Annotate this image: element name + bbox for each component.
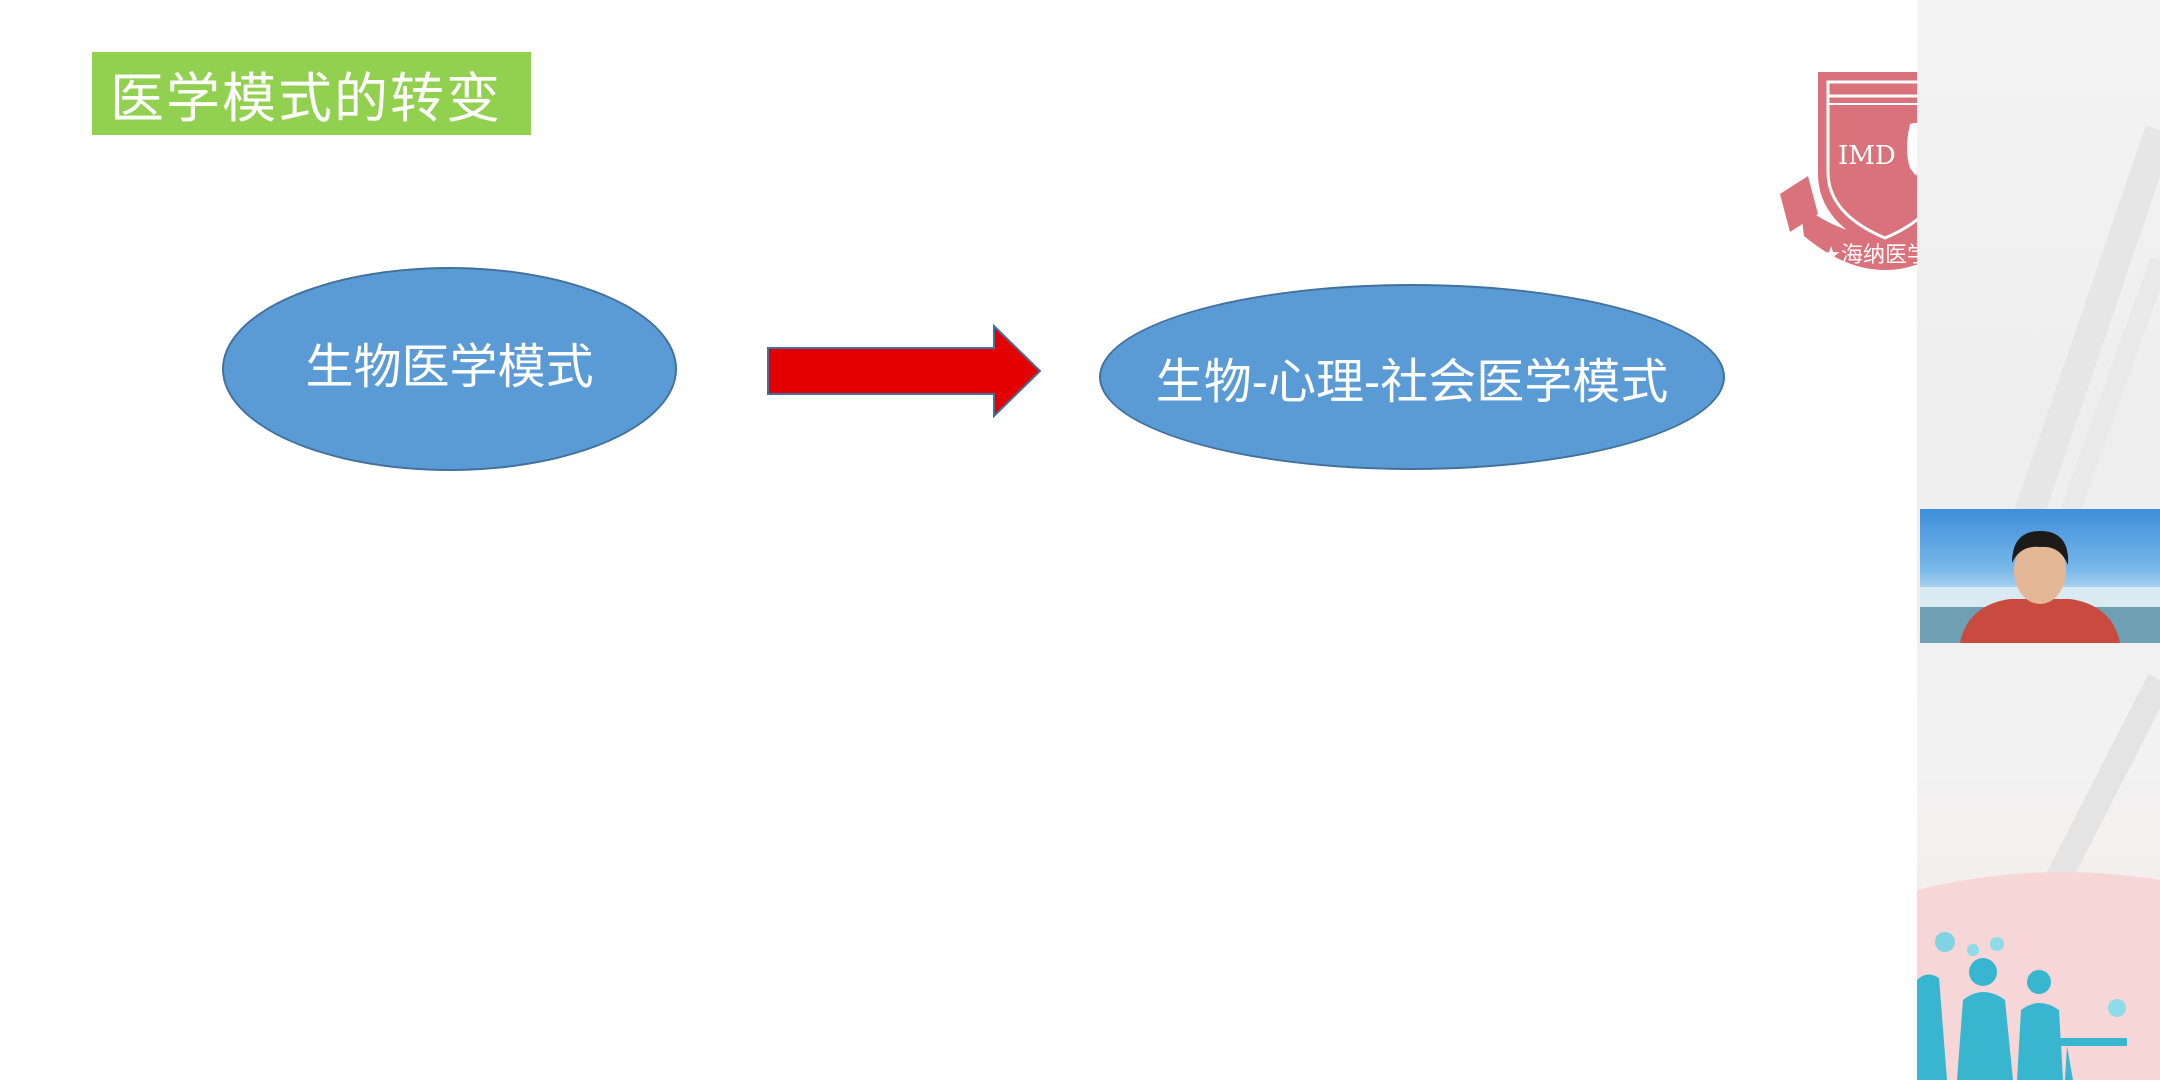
biomedical-model-label: 生物医学模式 bbox=[305, 339, 594, 395]
silhouette-2-body bbox=[1957, 992, 2013, 1080]
silhouette-3-body bbox=[2017, 1003, 2063, 1080]
webcam-shirt bbox=[1960, 599, 2120, 643]
silhouette-3-head bbox=[2027, 970, 2051, 994]
presentation-slide: 医学模式的转变 生物医学模式 生物-心理-社会医学模式 IMD ★海纳医学★ bbox=[92, 52, 1990, 471]
table-leg bbox=[2065, 1046, 2073, 1080]
webcam-hair bbox=[2012, 531, 2069, 565]
bubble-4 bbox=[2108, 999, 2126, 1017]
silhouette-1 bbox=[1917, 974, 1947, 1080]
webcam-face bbox=[2014, 538, 2066, 604]
bubble-3 bbox=[1990, 937, 2004, 951]
webcam-feed-icon bbox=[1920, 531, 2160, 643]
people-silhouettes-icon bbox=[1917, 932, 2127, 1080]
stripe-1 bbox=[2012, 125, 2160, 525]
bubble-2 bbox=[1967, 944, 1979, 956]
biopsychosocial-model-label: 生物-心理-社会医学模式 bbox=[1155, 354, 1669, 410]
slide-title-box: 医学模式的转变 bbox=[92, 52, 531, 135]
biopsychosocial-model-ellipse: 生物-心理-社会医学模式 bbox=[1099, 284, 1725, 470]
logo-monogram: IMD bbox=[1838, 141, 1896, 171]
logo-bird bbox=[1907, 122, 1926, 176]
silhouette-2-head bbox=[1969, 958, 1997, 986]
webcam-feed bbox=[1920, 509, 2160, 643]
silhouette-table bbox=[2047, 1038, 2127, 1046]
arrow-shape bbox=[767, 324, 1042, 418]
biomedical-model-ellipse: 生物医学模式 bbox=[222, 267, 677, 471]
stripe-2 bbox=[2057, 256, 2160, 524]
transition-arrow-icon bbox=[767, 324, 1042, 418]
slide-title: 医学模式的转变 bbox=[110, 67, 502, 130]
bubble-1 bbox=[1935, 932, 1955, 952]
